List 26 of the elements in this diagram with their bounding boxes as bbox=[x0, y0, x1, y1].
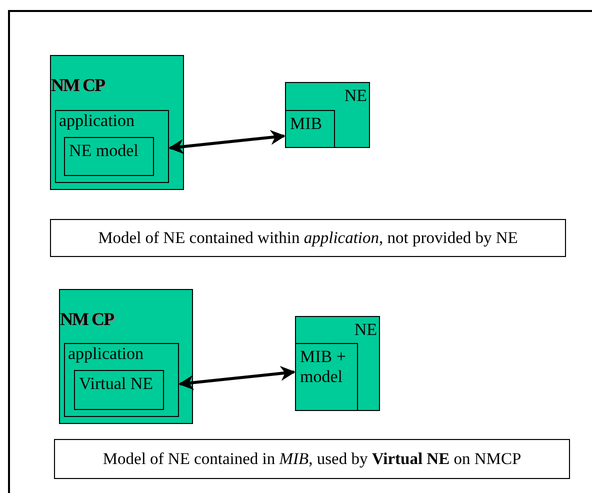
element-box bbox=[285, 82, 370, 148]
element-box bbox=[295, 316, 380, 411]
box-label: NM CP bbox=[51, 76, 104, 94]
caption-box bbox=[50, 219, 566, 257]
component-box bbox=[64, 137, 154, 176]
double-arrow bbox=[168, 130, 286, 154]
caption-text: Model of NE contained within application, not provided by NE bbox=[98, 230, 518, 246]
box-label: NE model bbox=[69, 141, 140, 161]
application-box bbox=[55, 110, 169, 183]
box-label: MIB bbox=[290, 114, 324, 134]
box-label: NE bbox=[344, 87, 367, 104]
application-box bbox=[64, 343, 179, 417]
box-label: application bbox=[68, 344, 144, 364]
double-arrow bbox=[178, 366, 296, 390]
caption-box bbox=[54, 439, 570, 479]
component-box bbox=[295, 343, 358, 411]
box-label: NM CP bbox=[60, 310, 114, 328]
component-box bbox=[285, 110, 335, 148]
box-label: Virtual NE bbox=[79, 374, 154, 394]
box-label: application bbox=[59, 111, 135, 131]
system-box bbox=[59, 289, 193, 424]
box-label: NE bbox=[354, 321, 377, 338]
box-label: MIB + model bbox=[300, 347, 347, 387]
component-box bbox=[74, 370, 164, 410]
system-box bbox=[50, 55, 184, 190]
caption-text: Model of NE contained in MIB, used by Virtual NE on NMCP bbox=[102, 450, 522, 468]
